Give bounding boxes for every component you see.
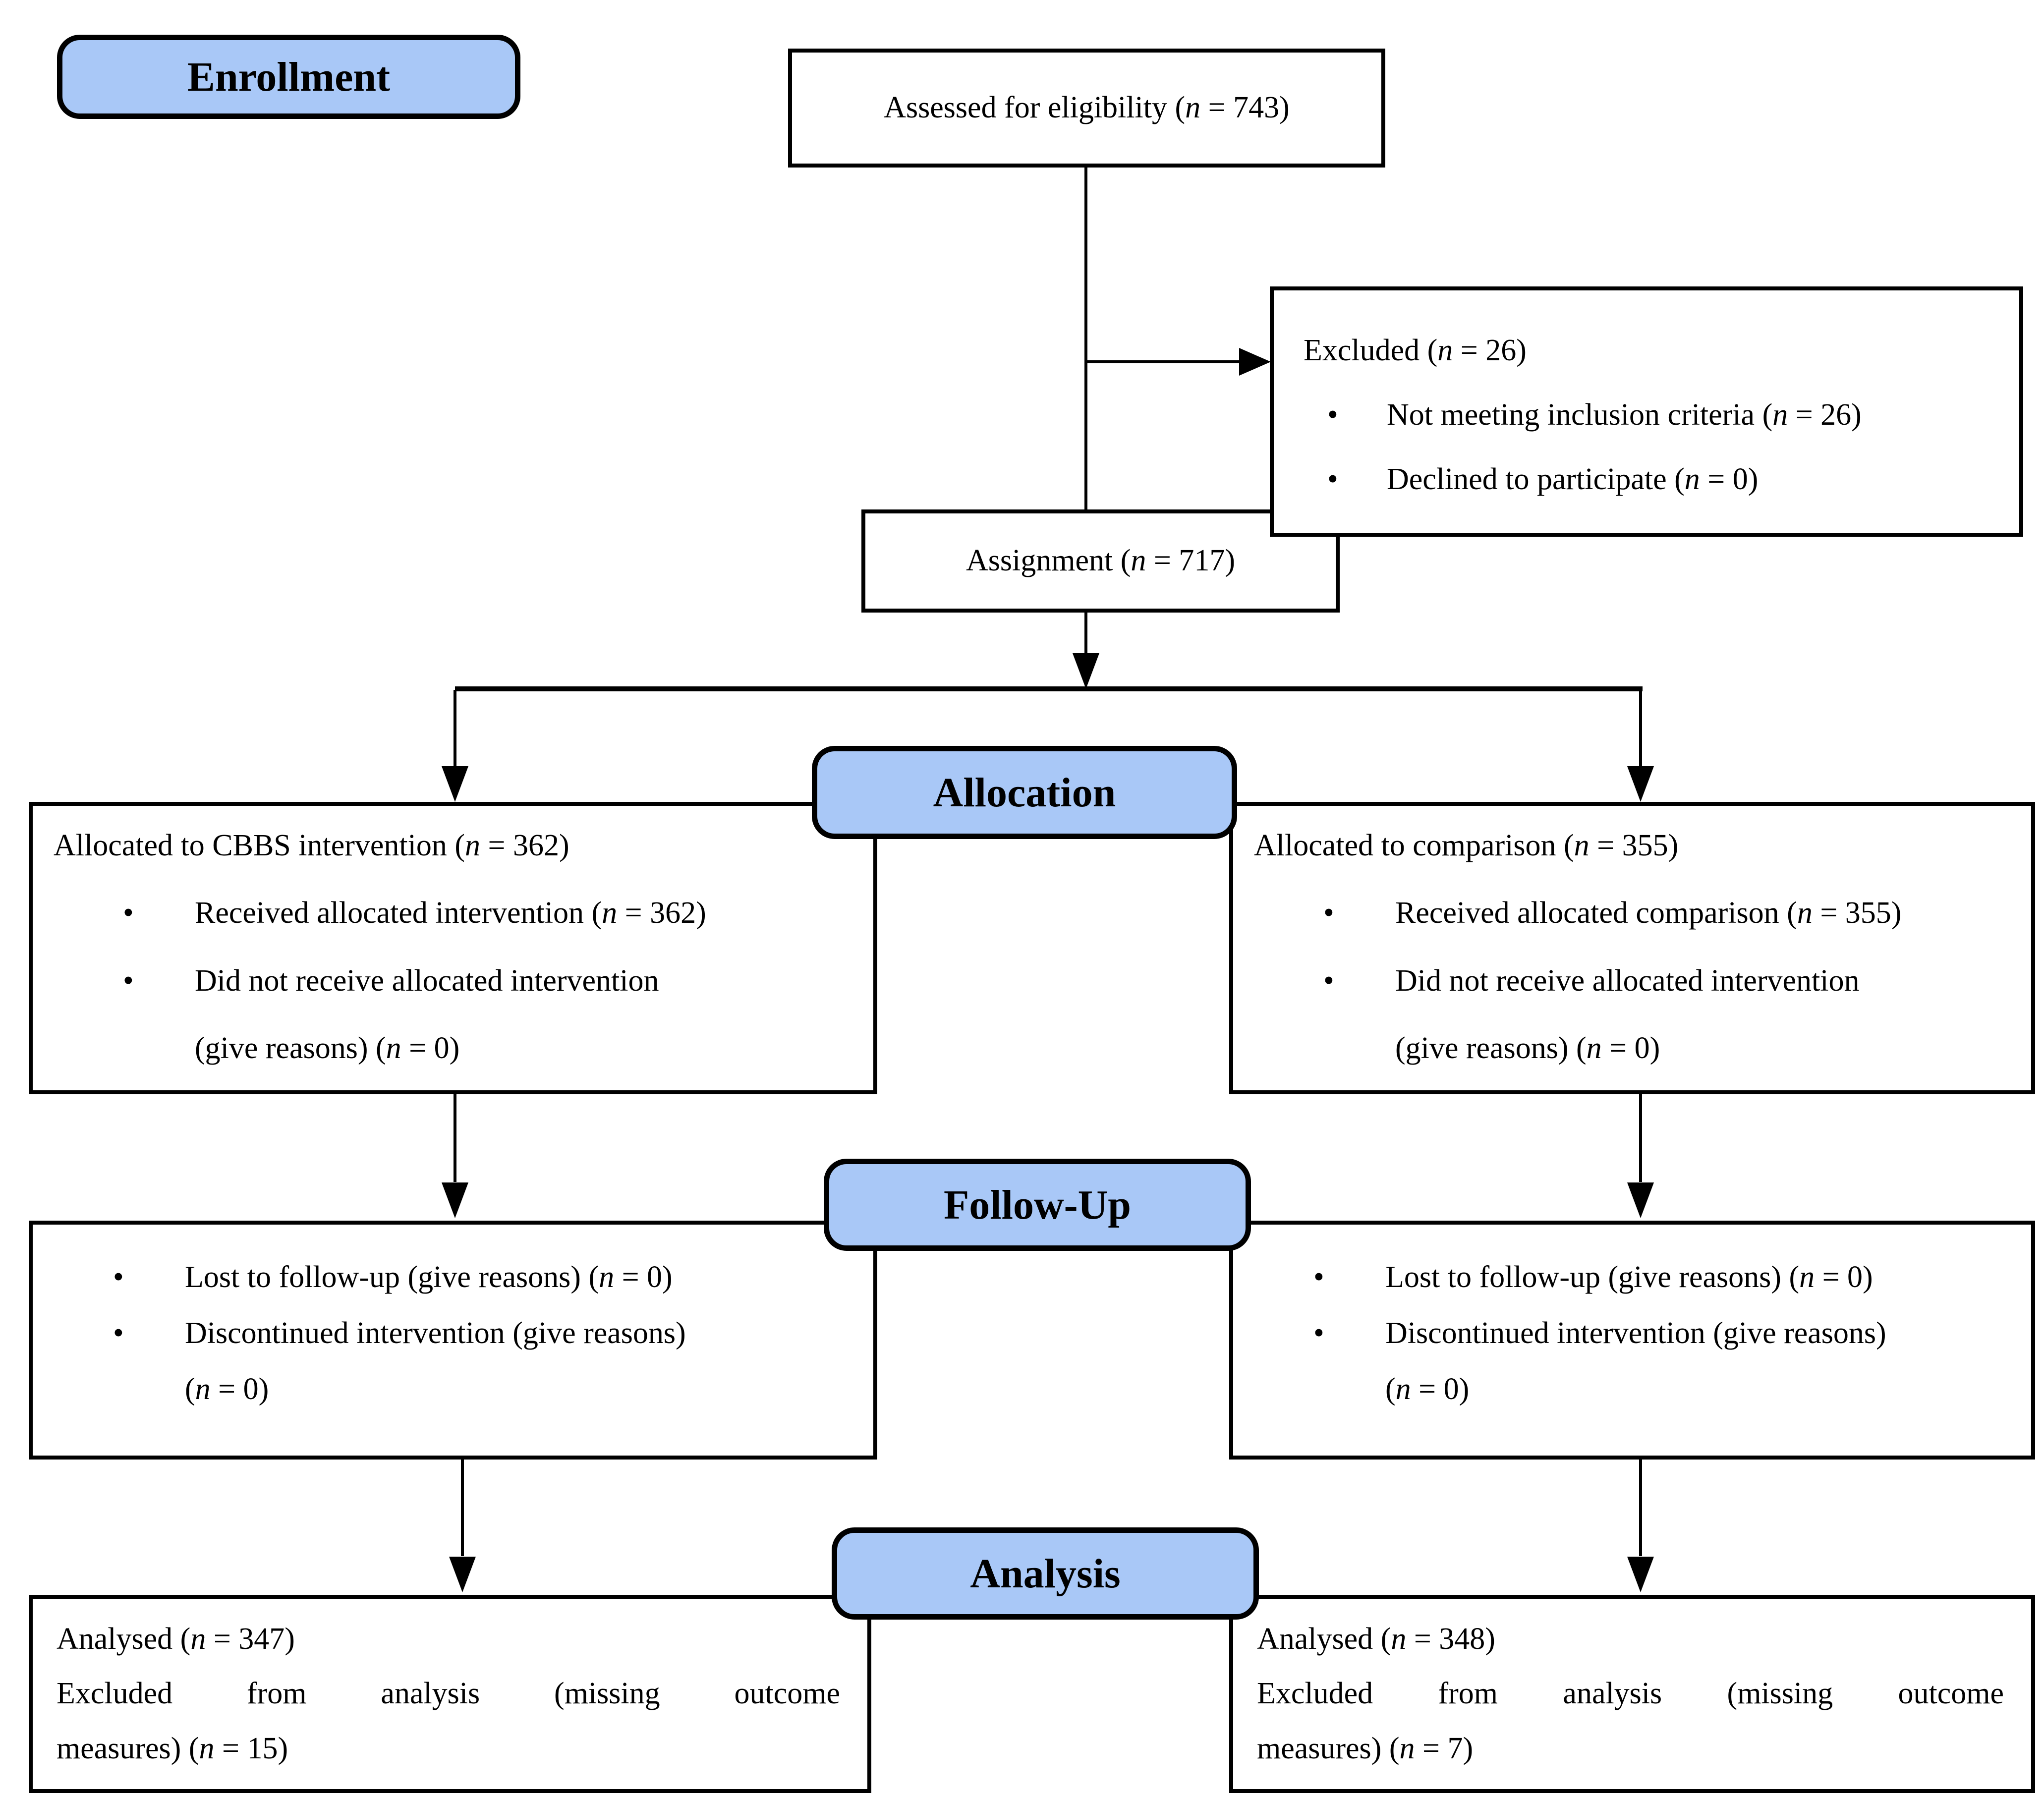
bullet-icon: •	[1327, 398, 1338, 432]
bullet-icon: •	[1327, 462, 1338, 497]
followup-right-bullet-1: • Lost to follow-up (give reasons) (n = …	[1254, 1249, 2016, 1305]
followup-left-bullet-1: • Lost to follow-up (give reasons) (n = …	[54, 1249, 858, 1305]
arrowhead-followup-left-icon	[442, 1182, 468, 1218]
excluded-bullet-1: • Not meeting inclusion criteria (n = 26…	[1304, 383, 2004, 447]
connector-assignment-to-branch	[1084, 613, 1087, 658]
connector-to-excluded	[1086, 360, 1244, 363]
analysis-left-box: Analysed (n = 347) Excluded from analysi…	[29, 1595, 871, 1793]
stage-label-enrollment: Enrollment	[57, 35, 520, 119]
excluded-bullet-1-text: Not meeting inclusion criteria (n = 26)	[1387, 398, 1862, 432]
bullet-icon: •	[1323, 896, 1334, 930]
followup-left-bullet-2-text: Discontinued intervention (give reasons)…	[185, 1316, 686, 1406]
allocation-left-bullet-2: • Did not receive allocated intervention…	[54, 947, 858, 1082]
assignment-box: Assignment (n = 717)	[861, 509, 1340, 613]
bullet-icon: •	[113, 1316, 124, 1350]
followup-right-box: • Lost to follow-up (give reasons) (n = …	[1229, 1221, 2035, 1460]
analysis-right-excluded-line2: measures) (n = 7)	[1257, 1731, 1474, 1765]
arrowhead-branch-icon	[1073, 653, 1099, 689]
allocation-right-bullet-1: • Received allocated comparison (n = 355…	[1254, 879, 2016, 947]
allocation-right-box: Allocated to comparison (n = 355) • Rece…	[1229, 802, 2035, 1094]
excluded-box: Excluded (n = 26) • Not meeting inclusio…	[1270, 286, 2023, 537]
arrowhead-analysis-right-icon	[1627, 1557, 1654, 1592]
connector-assessed-to-assignment	[1084, 168, 1087, 511]
bullet-icon: •	[1313, 1260, 1324, 1294]
arrowhead-followup-right-icon	[1627, 1182, 1654, 1218]
allocation-right-bullet-2-text: Did not receive allocated intervention (…	[1395, 963, 1860, 1066]
allocation-right-bullet-1-text: Received allocated comparison (n = 355)	[1395, 896, 1902, 930]
allocation-left-bullet-1: • Received allocated intervention (n = 3…	[54, 879, 858, 947]
bullet-icon: •	[123, 896, 134, 930]
bullet-icon: •	[113, 1260, 124, 1294]
stage-label-allocation-text: Allocation	[933, 769, 1116, 816]
branch-line	[455, 686, 1643, 691]
analysis-left-excluded-line1: Excluded from analysis (missing outcome	[57, 1677, 840, 1711]
analysis-right-analysed: Analysed (n = 348)	[1257, 1622, 1495, 1656]
connector-followup-to-analysis-right	[1639, 1460, 1642, 1556]
arrowhead-alloc-left-icon	[442, 766, 468, 802]
connector-branch-to-alloc-right	[1639, 690, 1642, 768]
followup-right-bullet-2-text: Discontinued intervention (give reasons)…	[1385, 1316, 1886, 1406]
allocation-right-title: Allocated to comparison (n = 355)	[1254, 829, 1679, 862]
excluded-bullet-2-text: Declined to participate (n = 0)	[1387, 462, 1759, 497]
allocation-left-bullet-1-text: Received allocated intervention (n = 362…	[195, 896, 706, 930]
allocation-right-bullet-2: • Did not receive allocated intervention…	[1254, 947, 2016, 1082]
bullet-icon: •	[1323, 963, 1334, 998]
analysis-left-excluded-line2: measures) (n = 15)	[57, 1731, 288, 1765]
stage-label-allocation: Allocation	[812, 746, 1237, 839]
stage-label-followup: Follow-Up	[824, 1159, 1251, 1251]
allocation-left-box: Allocated to CBBS intervention (n = 362)…	[29, 802, 877, 1094]
allocation-left-title: Allocated to CBBS intervention (n = 362)	[54, 829, 569, 862]
followup-left-box: • Lost to follow-up (give reasons) (n = …	[29, 1221, 877, 1460]
stage-label-analysis-text: Analysis	[970, 1550, 1121, 1597]
analysis-right-box: Analysed (n = 348) Excluded from analysi…	[1229, 1595, 2035, 1793]
followup-left-bullet-2: • Discontinued intervention (give reason…	[54, 1305, 858, 1417]
connector-alloc-to-followup-right	[1639, 1093, 1642, 1182]
excluded-title: Excluded (n = 26)	[1304, 334, 1527, 367]
analysis-right-excluded-line1: Excluded from analysis (missing outcome	[1257, 1677, 2004, 1711]
connector-followup-to-analysis-left	[461, 1460, 464, 1556]
analysis-left-analysed: Analysed (n = 347)	[57, 1622, 295, 1656]
excluded-bullet-2: • Declined to participate (n = 0)	[1304, 447, 2004, 511]
followup-right-bullet-1-text: Lost to follow-up (give reasons) (n = 0)	[1385, 1260, 1873, 1294]
assessed-box: Assessed for eligibility (n = 743)	[788, 49, 1385, 168]
connector-alloc-to-followup-left	[454, 1093, 456, 1182]
assessed-text: Assessed for eligibility (n = 743)	[884, 91, 1290, 125]
bullet-icon: •	[1313, 1316, 1324, 1350]
assignment-text: Assignment (n = 717)	[966, 544, 1235, 578]
connector-branch-to-alloc-left	[454, 690, 456, 768]
allocation-left-bullet-2-text: Did not receive allocated intervention (…	[195, 963, 659, 1066]
stage-label-analysis: Analysis	[832, 1527, 1259, 1620]
bullet-icon: •	[123, 963, 134, 998]
followup-left-bullet-1-text: Lost to follow-up (give reasons) (n = 0)	[185, 1260, 673, 1294]
followup-right-bullet-2: • Discontinued intervention (give reason…	[1254, 1305, 2016, 1417]
stage-label-followup-text: Follow-Up	[944, 1181, 1131, 1228]
arrowhead-analysis-left-icon	[449, 1557, 476, 1592]
arrowhead-alloc-right-icon	[1627, 766, 1654, 802]
arrowhead-excluded-icon	[1239, 348, 1271, 376]
stage-label-enrollment-text: Enrollment	[187, 54, 391, 100]
